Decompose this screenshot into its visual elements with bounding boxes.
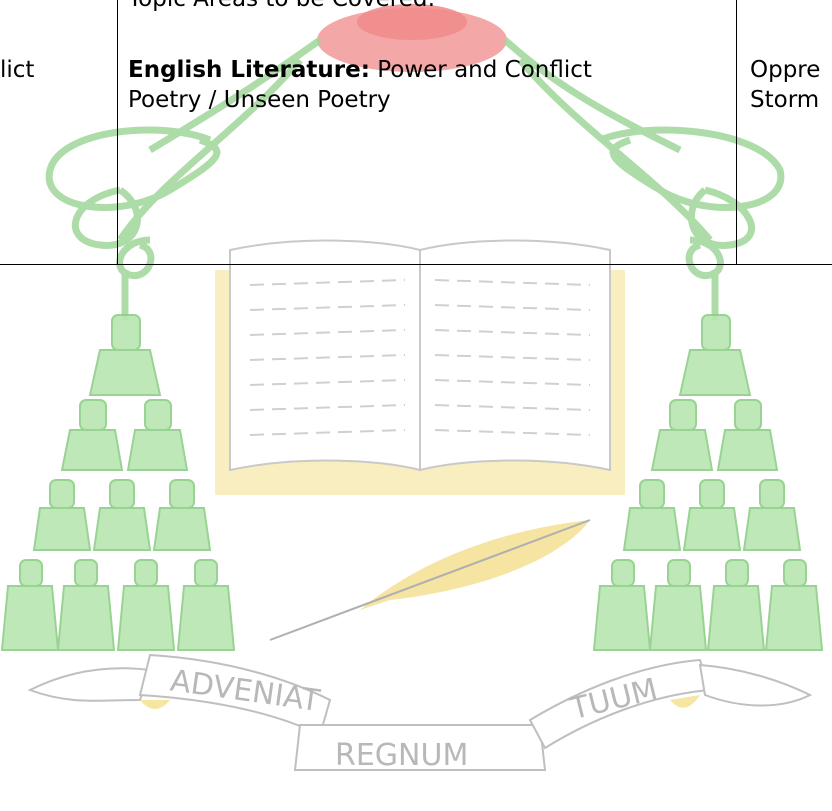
motto-bottom-text: REGNUM — [335, 738, 468, 773]
center-cell-text: English Literature: Power and Conflict P… — [128, 55, 728, 115]
table-hline-bottom — [0, 264, 832, 265]
table-vline-right — [736, 0, 737, 265]
center-cell-line-1: English Literature: Power and Conflict — [128, 55, 728, 85]
hat-icon — [317, 4, 507, 72]
left-tassels-icon — [0, 314, 236, 651]
scroll-banner-icon — [27, 653, 813, 771]
center-heading-partial: Topic Areas to be Covered: — [128, 0, 728, 14]
table-vline-left — [117, 0, 118, 265]
center-heading-text: Topic Areas to be Covered: — [128, 0, 435, 12]
subject-label: English Literature — [128, 57, 361, 83]
left-cell-text: lict — [0, 55, 116, 85]
left-cell-line-1: lict — [0, 57, 35, 83]
right-tassels-icon — [592, 314, 824, 651]
left-cord-icon — [45, 37, 323, 320]
book-icon — [215, 239, 625, 495]
right-cell-line-2: Storm — [750, 87, 820, 113]
motto-text: ADVENIAT REGNUM TUUM — [168, 663, 661, 773]
subject-separator: : — [360, 57, 370, 83]
center-cell-line-2: Poetry / Unseen Poetry — [128, 87, 391, 113]
right-cell-text: Oppre Storm — [750, 55, 832, 115]
quill-icon — [269, 519, 591, 641]
subject-line-rest: Power and Conflict — [369, 57, 592, 83]
right-cell-line-1: Oppre — [750, 57, 821, 83]
